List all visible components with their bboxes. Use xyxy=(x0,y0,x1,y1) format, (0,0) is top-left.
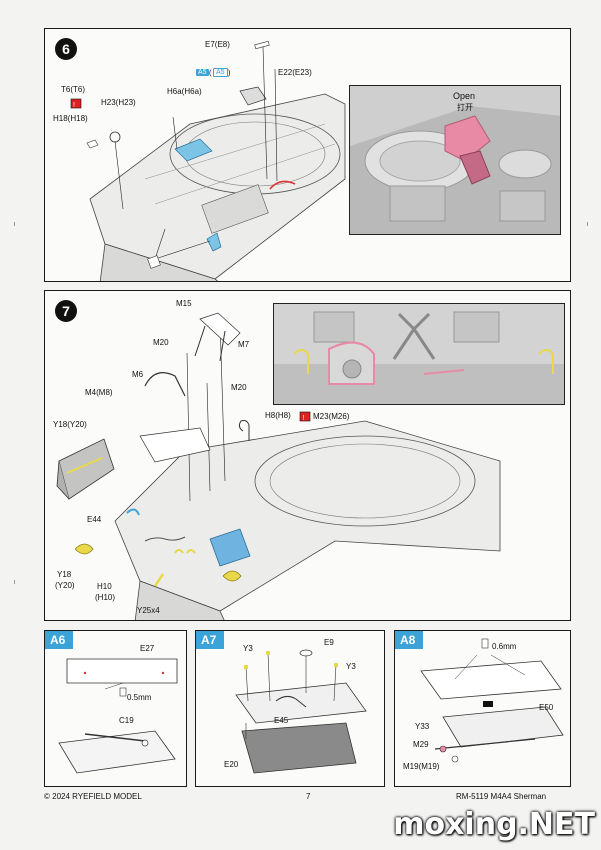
a7-drawing xyxy=(235,649,367,774)
footer-product: RM-5119 M4A4 Sherman xyxy=(456,792,547,801)
label-y25: Y25x4 xyxy=(137,606,160,615)
a7-label-y3-right: Y3 xyxy=(346,662,356,671)
label-m23: M23(M26) xyxy=(313,412,350,421)
label-y20-bottom: (Y20) xyxy=(55,581,75,590)
label-m6: M6 xyxy=(132,370,144,379)
step-6-number: 6 xyxy=(55,38,77,60)
sub-step-a7-panel: A7 Y3 E9 Y3 E45 E20 xyxy=(195,630,385,787)
label-m4: M4(M8) xyxy=(85,388,113,397)
tag-a5-bracket: ( xyxy=(209,68,212,77)
watermark-logo: moxing.NET xyxy=(393,807,595,842)
inset-open-cn: 打开 xyxy=(457,103,473,112)
label-m15: M15 xyxy=(176,299,192,308)
svg-text:!: ! xyxy=(303,415,305,422)
a8-label-m19: M19(M19) xyxy=(403,762,440,771)
footer-page-number: 7 xyxy=(306,792,311,801)
a7-label-y3-left: Y3 xyxy=(243,644,253,653)
step-7-hull-drawing: ! xyxy=(56,312,501,620)
label-m7: M7 xyxy=(238,340,250,349)
label-m20-top: M20 xyxy=(153,338,169,347)
svg-text:!: ! xyxy=(73,102,75,109)
a7-label-e45: E45 xyxy=(274,716,289,725)
tag-a5-outline: A5 xyxy=(213,68,228,77)
label-e22: E22(E23) xyxy=(278,68,312,77)
label-h6a: H6a(H6a) xyxy=(167,87,202,96)
a7-label-e20: E20 xyxy=(224,760,239,769)
step-6-inset-photo: Open 打开 xyxy=(349,85,561,235)
a8-label-y33: Y33 xyxy=(415,722,430,731)
a6-label-c19: C19 xyxy=(119,716,134,725)
a6-drawing xyxy=(58,658,178,774)
label-y18-bottom: Y18 xyxy=(57,570,72,579)
label-e44: E44 xyxy=(87,515,102,524)
label-h10: H10 xyxy=(97,582,112,591)
a8-title: A8 xyxy=(395,631,424,649)
label-h18: H18(H18) xyxy=(53,114,88,123)
a6-label-e27: E27 xyxy=(140,644,155,653)
label-y18: Y18(Y20) xyxy=(53,420,87,429)
a8-drawing xyxy=(420,638,564,763)
label-h8: H8(H8) xyxy=(265,411,291,420)
step-7-number: 7 xyxy=(55,300,77,322)
tag-a5-filled: A5 xyxy=(196,69,209,76)
a8-label-e50: E50 xyxy=(539,703,554,712)
a7-title: A7 xyxy=(196,631,225,649)
inset-photo-image xyxy=(274,304,564,404)
label-h10-paren: (H10) xyxy=(95,593,116,602)
label-e7: E7(E8) xyxy=(205,40,230,49)
a8-label-drill: 0.6mm xyxy=(492,642,517,651)
a8-label-m29: M29 xyxy=(413,740,429,749)
sub-step-a8-panel: A8 0.6mm E50 Y33 M29 M19(M19) xyxy=(394,630,571,787)
a7-label-e9: E9 xyxy=(324,638,334,647)
registration-mark xyxy=(587,222,588,226)
registration-mark xyxy=(14,222,15,226)
step-7-panel: ! 7 M15 M20 M7 M6 M20 M4(M8) H8(H8) M23(… xyxy=(44,290,571,621)
tag-a5-bracket-close: ) xyxy=(228,68,231,77)
label-m20-mid: M20 xyxy=(231,383,247,392)
a6-title: A6 xyxy=(45,631,74,649)
label-t6: T6(T6) xyxy=(61,85,85,94)
label-h23: H23(H23) xyxy=(101,98,136,107)
a6-label-drill: 0.5mm xyxy=(127,693,152,702)
step-6-panel: ! 6 E7(E8) A5 ( A5 ) E22(E23) T6(T6) H23… xyxy=(44,28,571,282)
step-7-inset-photo xyxy=(273,303,565,405)
footer-copyright: © 2024 RYEFIELD MODEL xyxy=(44,792,142,801)
inset-open-en: Open xyxy=(453,91,476,101)
step-6-hull-drawing: ! xyxy=(70,40,346,281)
sub-step-a6-panel: A6 E27 0.5mm C19 xyxy=(44,630,187,787)
registration-mark xyxy=(14,580,15,584)
inset-photo-image xyxy=(350,86,560,234)
